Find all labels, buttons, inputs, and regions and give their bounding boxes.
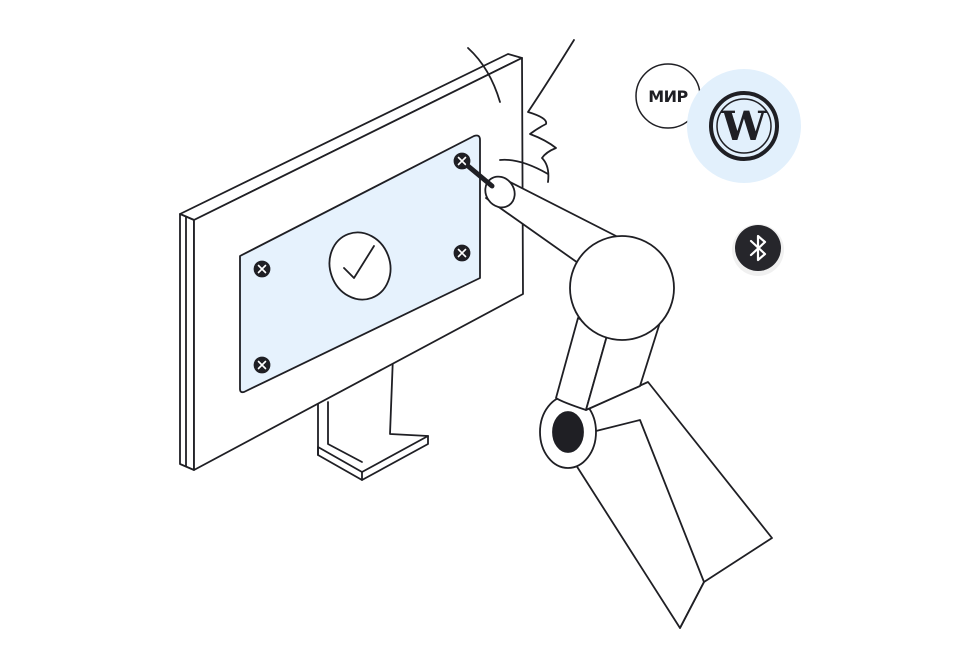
screw-bottom-left-2 <box>253 356 271 374</box>
impact-lines <box>467 39 575 183</box>
monitor-stand <box>317 355 429 481</box>
mir-logo-icon: МИР <box>635 63 701 129</box>
wordpress-logo-icon: W <box>687 69 801 183</box>
screw-icon <box>253 152 471 374</box>
mir-label: МИР <box>648 87 688 106</box>
checkmark-icon <box>328 231 392 301</box>
screw-right <box>453 244 471 262</box>
robot-arm <box>465 163 773 629</box>
wordpress-letter: W <box>721 103 768 150</box>
screw-top-right <box>453 152 471 170</box>
bluetooth-icon <box>732 224 784 276</box>
screw-bottom-left <box>253 260 271 278</box>
